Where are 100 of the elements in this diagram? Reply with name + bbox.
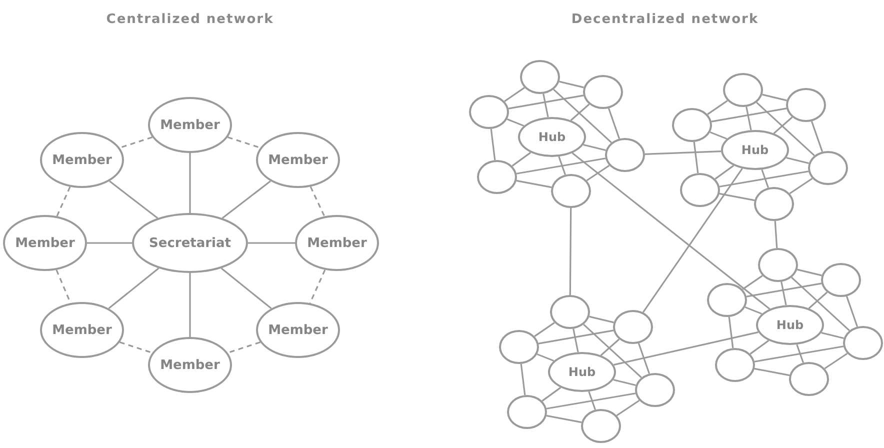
circle-node (808, 151, 848, 185)
dashed-connector (56, 186, 71, 216)
connector-line (512, 152, 532, 167)
connector-line (644, 150, 722, 156)
connector-line (520, 364, 526, 396)
connector-line (536, 353, 554, 362)
circle-node (715, 348, 755, 382)
connector-line (756, 102, 815, 156)
connector-line (810, 121, 824, 152)
circle-node (789, 362, 829, 396)
connector-line (824, 352, 848, 370)
connector-line (189, 273, 191, 337)
connector-line (600, 338, 620, 356)
circle-node (550, 295, 590, 329)
ellipse-node: Member (256, 132, 340, 188)
connector-line (762, 94, 787, 102)
circle-node (707, 283, 747, 317)
connector-line (773, 116, 793, 134)
circle-node (672, 108, 712, 142)
connector-line (744, 306, 762, 315)
connector-line (546, 414, 582, 424)
ellipse-node: Member (3, 215, 87, 271)
connector-line (490, 128, 496, 160)
connector-line (719, 170, 809, 188)
connector-line (754, 346, 844, 362)
circle-node (821, 263, 861, 297)
connector-line (608, 108, 620, 139)
connector-line (553, 88, 612, 144)
connector-line (542, 94, 549, 118)
ellipse-node: Secretariat (132, 213, 248, 273)
connector-line (558, 156, 566, 175)
connector-line (821, 332, 844, 340)
section-heading: Decentralized network (571, 12, 759, 27)
connector-line (846, 296, 858, 327)
connector-line (87, 242, 132, 244)
connector-line (516, 180, 552, 188)
connector-line (506, 118, 524, 127)
connector-line (583, 324, 642, 378)
connector-line (746, 282, 822, 298)
connector-line (248, 242, 295, 244)
circle-node (469, 95, 509, 129)
connector-line (761, 169, 770, 188)
connector-line (786, 156, 809, 164)
connector-line (588, 391, 596, 410)
connector-line (546, 392, 636, 410)
connector-line (707, 100, 728, 115)
ellipse-node: Member (40, 132, 124, 188)
connector-line (728, 316, 734, 348)
connector-line (754, 368, 790, 376)
connector-line (750, 340, 770, 355)
circle-node (520, 60, 560, 94)
dashed-connector (228, 341, 260, 354)
circle-node (635, 373, 675, 407)
connector-line (583, 144, 606, 152)
ellipse-node: Hub (548, 352, 616, 392)
circle-node (786, 88, 826, 122)
connector-line (742, 275, 763, 290)
connector-line (791, 276, 850, 332)
ellipse-node: Member (148, 337, 232, 393)
dashed-connector (120, 341, 152, 354)
circle-node (843, 326, 883, 360)
connector-line (538, 330, 614, 344)
section-heading: Centralized network (106, 12, 274, 27)
connector-line (797, 268, 822, 276)
circle-node (499, 330, 539, 364)
connector-line (220, 268, 272, 310)
ellipse-node: Hub (721, 130, 789, 170)
connector-line (569, 208, 572, 295)
connector-line (789, 178, 813, 194)
dashed-connector (310, 186, 326, 217)
circle-node (605, 138, 645, 172)
connector-line (189, 153, 191, 213)
connector-line (714, 164, 734, 180)
connector-line (808, 292, 828, 309)
ellipse-node: Hub (518, 117, 586, 157)
connector-line (710, 131, 728, 140)
circle-node (680, 173, 720, 207)
circle-node (613, 310, 653, 344)
connector-line (508, 94, 584, 110)
connector-line (780, 282, 787, 306)
connector-line (534, 322, 555, 337)
circle-node (758, 248, 798, 282)
connector-line (504, 87, 525, 102)
connector-line (589, 316, 614, 324)
connector-line (719, 192, 755, 202)
dashed-connector (228, 136, 260, 149)
circle-node (477, 160, 517, 194)
connector-line (108, 268, 160, 310)
connector-line (222, 180, 271, 219)
circle-node (507, 395, 547, 429)
connector-line (616, 400, 640, 416)
ellipse-node: Member (295, 215, 379, 271)
connector-line (613, 378, 636, 386)
connector-line (693, 142, 699, 174)
connector-line (572, 152, 770, 310)
connector-line (774, 220, 778, 248)
connector-line (746, 106, 752, 130)
circle-node (551, 174, 591, 208)
connector-line (109, 180, 158, 219)
connector-line (572, 328, 579, 352)
